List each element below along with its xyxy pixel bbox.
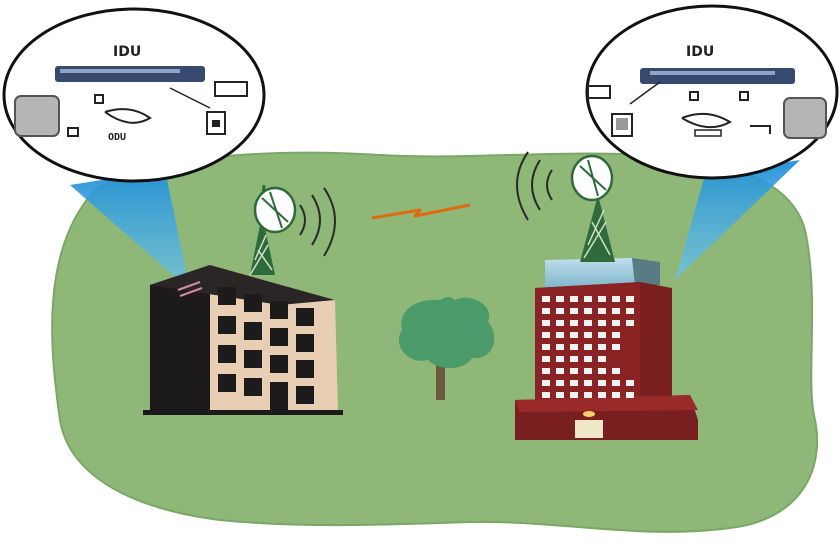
left-building-windows xyxy=(218,287,314,412)
left-radio-unit xyxy=(206,111,226,135)
right-building-windows xyxy=(542,296,634,398)
right-odu-unit xyxy=(783,97,827,139)
left-signal-waves-icon xyxy=(299,187,336,257)
left-odu-unit xyxy=(14,95,60,137)
left-callout-beam xyxy=(70,170,190,290)
tree xyxy=(398,296,495,400)
left-odu-label: ODU xyxy=(108,132,126,143)
radio-link-icon xyxy=(371,203,471,220)
left-idu-label: IDU xyxy=(113,44,141,60)
right-radio-unit xyxy=(611,113,633,137)
right-idu-label: IDU xyxy=(686,44,714,60)
right-idu-unit xyxy=(640,68,795,84)
right-antenna-tower xyxy=(570,154,615,262)
left-antenna-tower xyxy=(249,184,297,276)
left-building xyxy=(143,265,343,415)
right-building xyxy=(515,258,698,440)
right-callout-beam xyxy=(675,160,800,280)
right-signal-waves-icon xyxy=(516,151,553,221)
left-idu-unit xyxy=(55,66,205,82)
right-callout: IDU xyxy=(585,4,839,180)
left-callout: IDU ODU xyxy=(2,7,266,183)
